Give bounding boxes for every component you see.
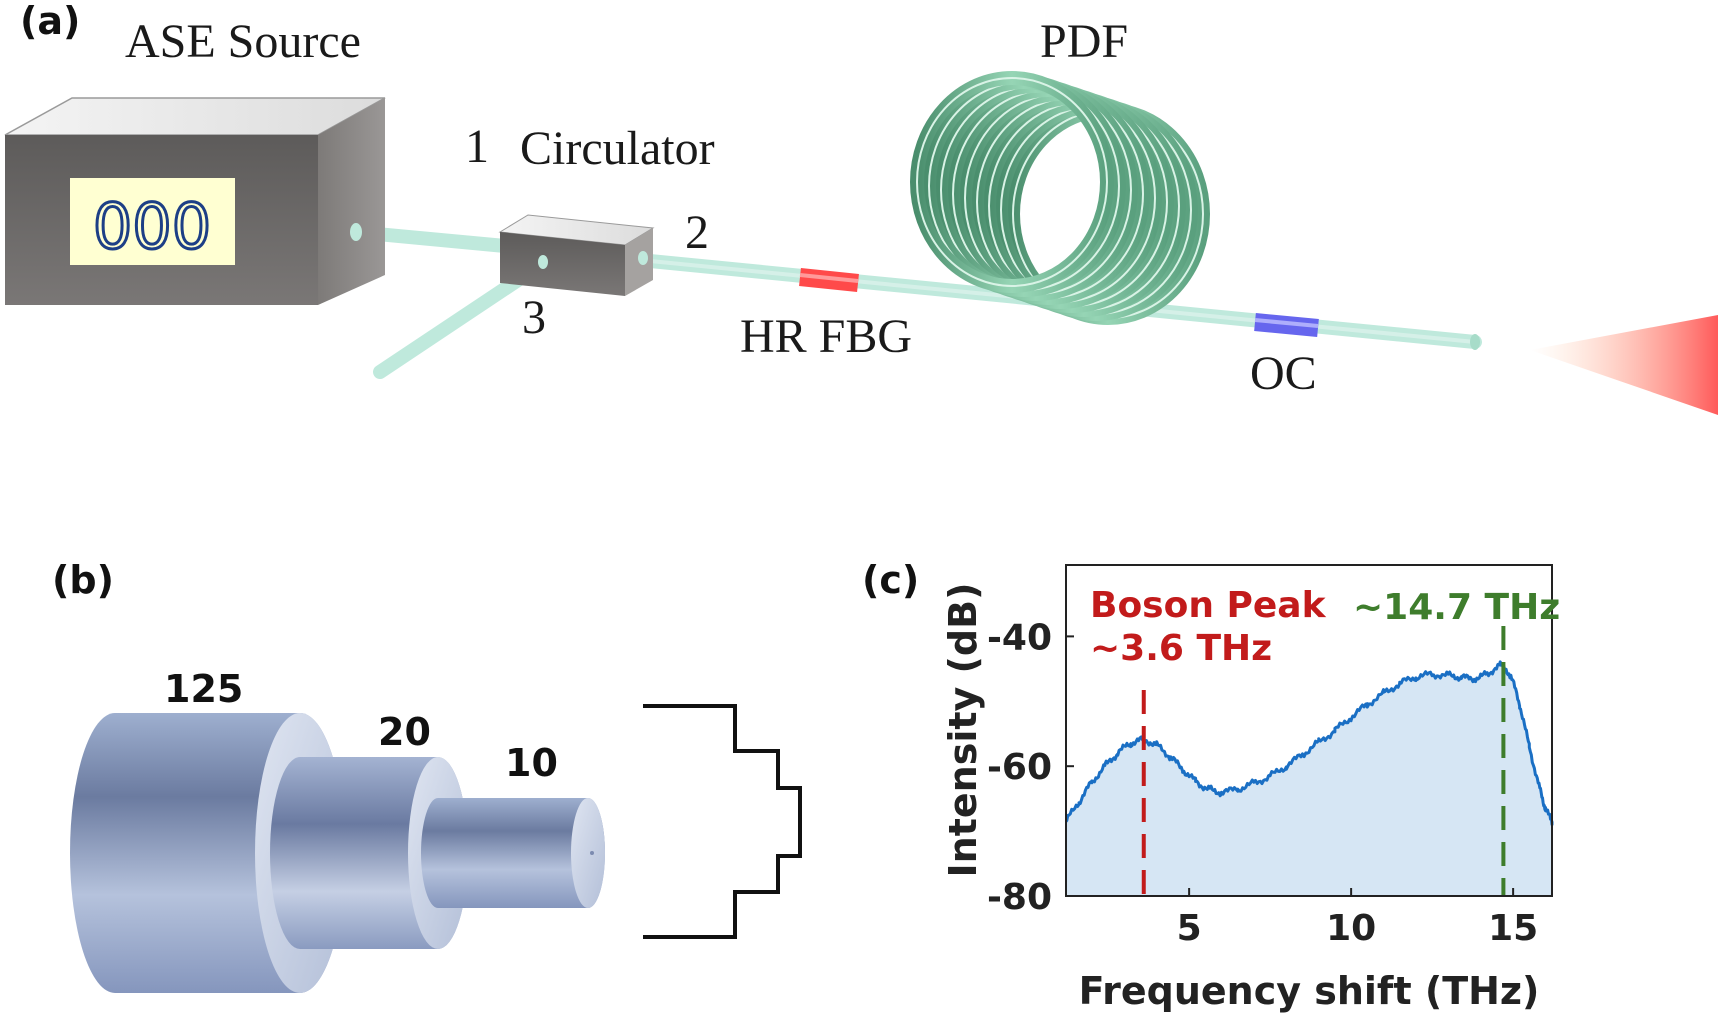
hr-fbg-label: HR FBG	[740, 310, 912, 363]
refractive-index-profile	[643, 704, 802, 939]
dim-outer-label: 125	[164, 667, 243, 711]
circulator-label: Circulator	[520, 122, 715, 175]
y-tick-label: -60	[987, 747, 1052, 788]
hr-fbg-grating	[799, 268, 859, 292]
boson-peak-value-label: ~3.6 THz	[1090, 628, 1272, 669]
x-axis-title: Frequency shift (THz)	[1079, 969, 1540, 1013]
y-tick-label: -80	[987, 877, 1052, 918]
fiber-cross-section-3d	[70, 713, 605, 993]
y-tick-label: -40	[987, 617, 1052, 658]
pdf-label: PDF	[1040, 15, 1128, 68]
output-beam	[1530, 315, 1718, 415]
display-digits: 000	[93, 190, 211, 263]
panel-b-label: (b)	[52, 558, 114, 602]
spectrum-area	[1066, 661, 1552, 896]
y-axis-title: Intensity (dB)	[941, 583, 985, 878]
y-tick-group: -40 -60 -80	[987, 617, 1074, 918]
output-coupler	[1254, 313, 1319, 337]
panel-a: (a) ASE Source 000 1 Circulator 2 3	[4, 0, 1718, 415]
pdf-fiber-coil	[910, 71, 1210, 325]
x-tick-label: 5	[1177, 908, 1202, 949]
dim-inner-label: 10	[505, 741, 558, 785]
port-2-label: 2	[685, 206, 709, 259]
plot-frame	[1065, 564, 1553, 897]
spectrum-plot: 5 10 15 -40 -60 -80 Boson Peak ~3.6 THz ~14.…	[941, 564, 1560, 1013]
dim-middle-label: 20	[378, 710, 431, 754]
panel-a-label: (a)	[20, 0, 80, 43]
x-tick-group: 5 10 15	[1177, 888, 1538, 949]
peak-14-7-label: ~14.7 THz	[1353, 587, 1560, 628]
ase-source-box: 000	[4, 97, 386, 305]
coil-ring-highlight	[916, 77, 1108, 287]
ase-display	[70, 178, 235, 265]
core-cylinder	[421, 798, 605, 908]
core-face	[571, 798, 605, 908]
x-tick-label: 15	[1488, 908, 1538, 949]
x-tick-label: 10	[1326, 908, 1376, 949]
oc-label: OC	[1250, 347, 1317, 400]
port-1-label: 1	[465, 120, 489, 173]
fiber-output-end	[1470, 334, 1480, 350]
panel-c-label: (c)	[862, 558, 919, 602]
boson-peak-label: Boson Peak	[1090, 585, 1327, 626]
ase-output-port	[350, 223, 362, 241]
panel-b: (b) 125 20 10	[52, 558, 802, 993]
port-3-label: 3	[522, 291, 546, 344]
ase-source-label: ASE Source	[125, 15, 361, 68]
panel-c: (c) 5 10 15 -40 -60 -80 Boson Peak ~3.6 THz …	[862, 558, 1560, 1013]
circulator-box	[498, 214, 655, 296]
